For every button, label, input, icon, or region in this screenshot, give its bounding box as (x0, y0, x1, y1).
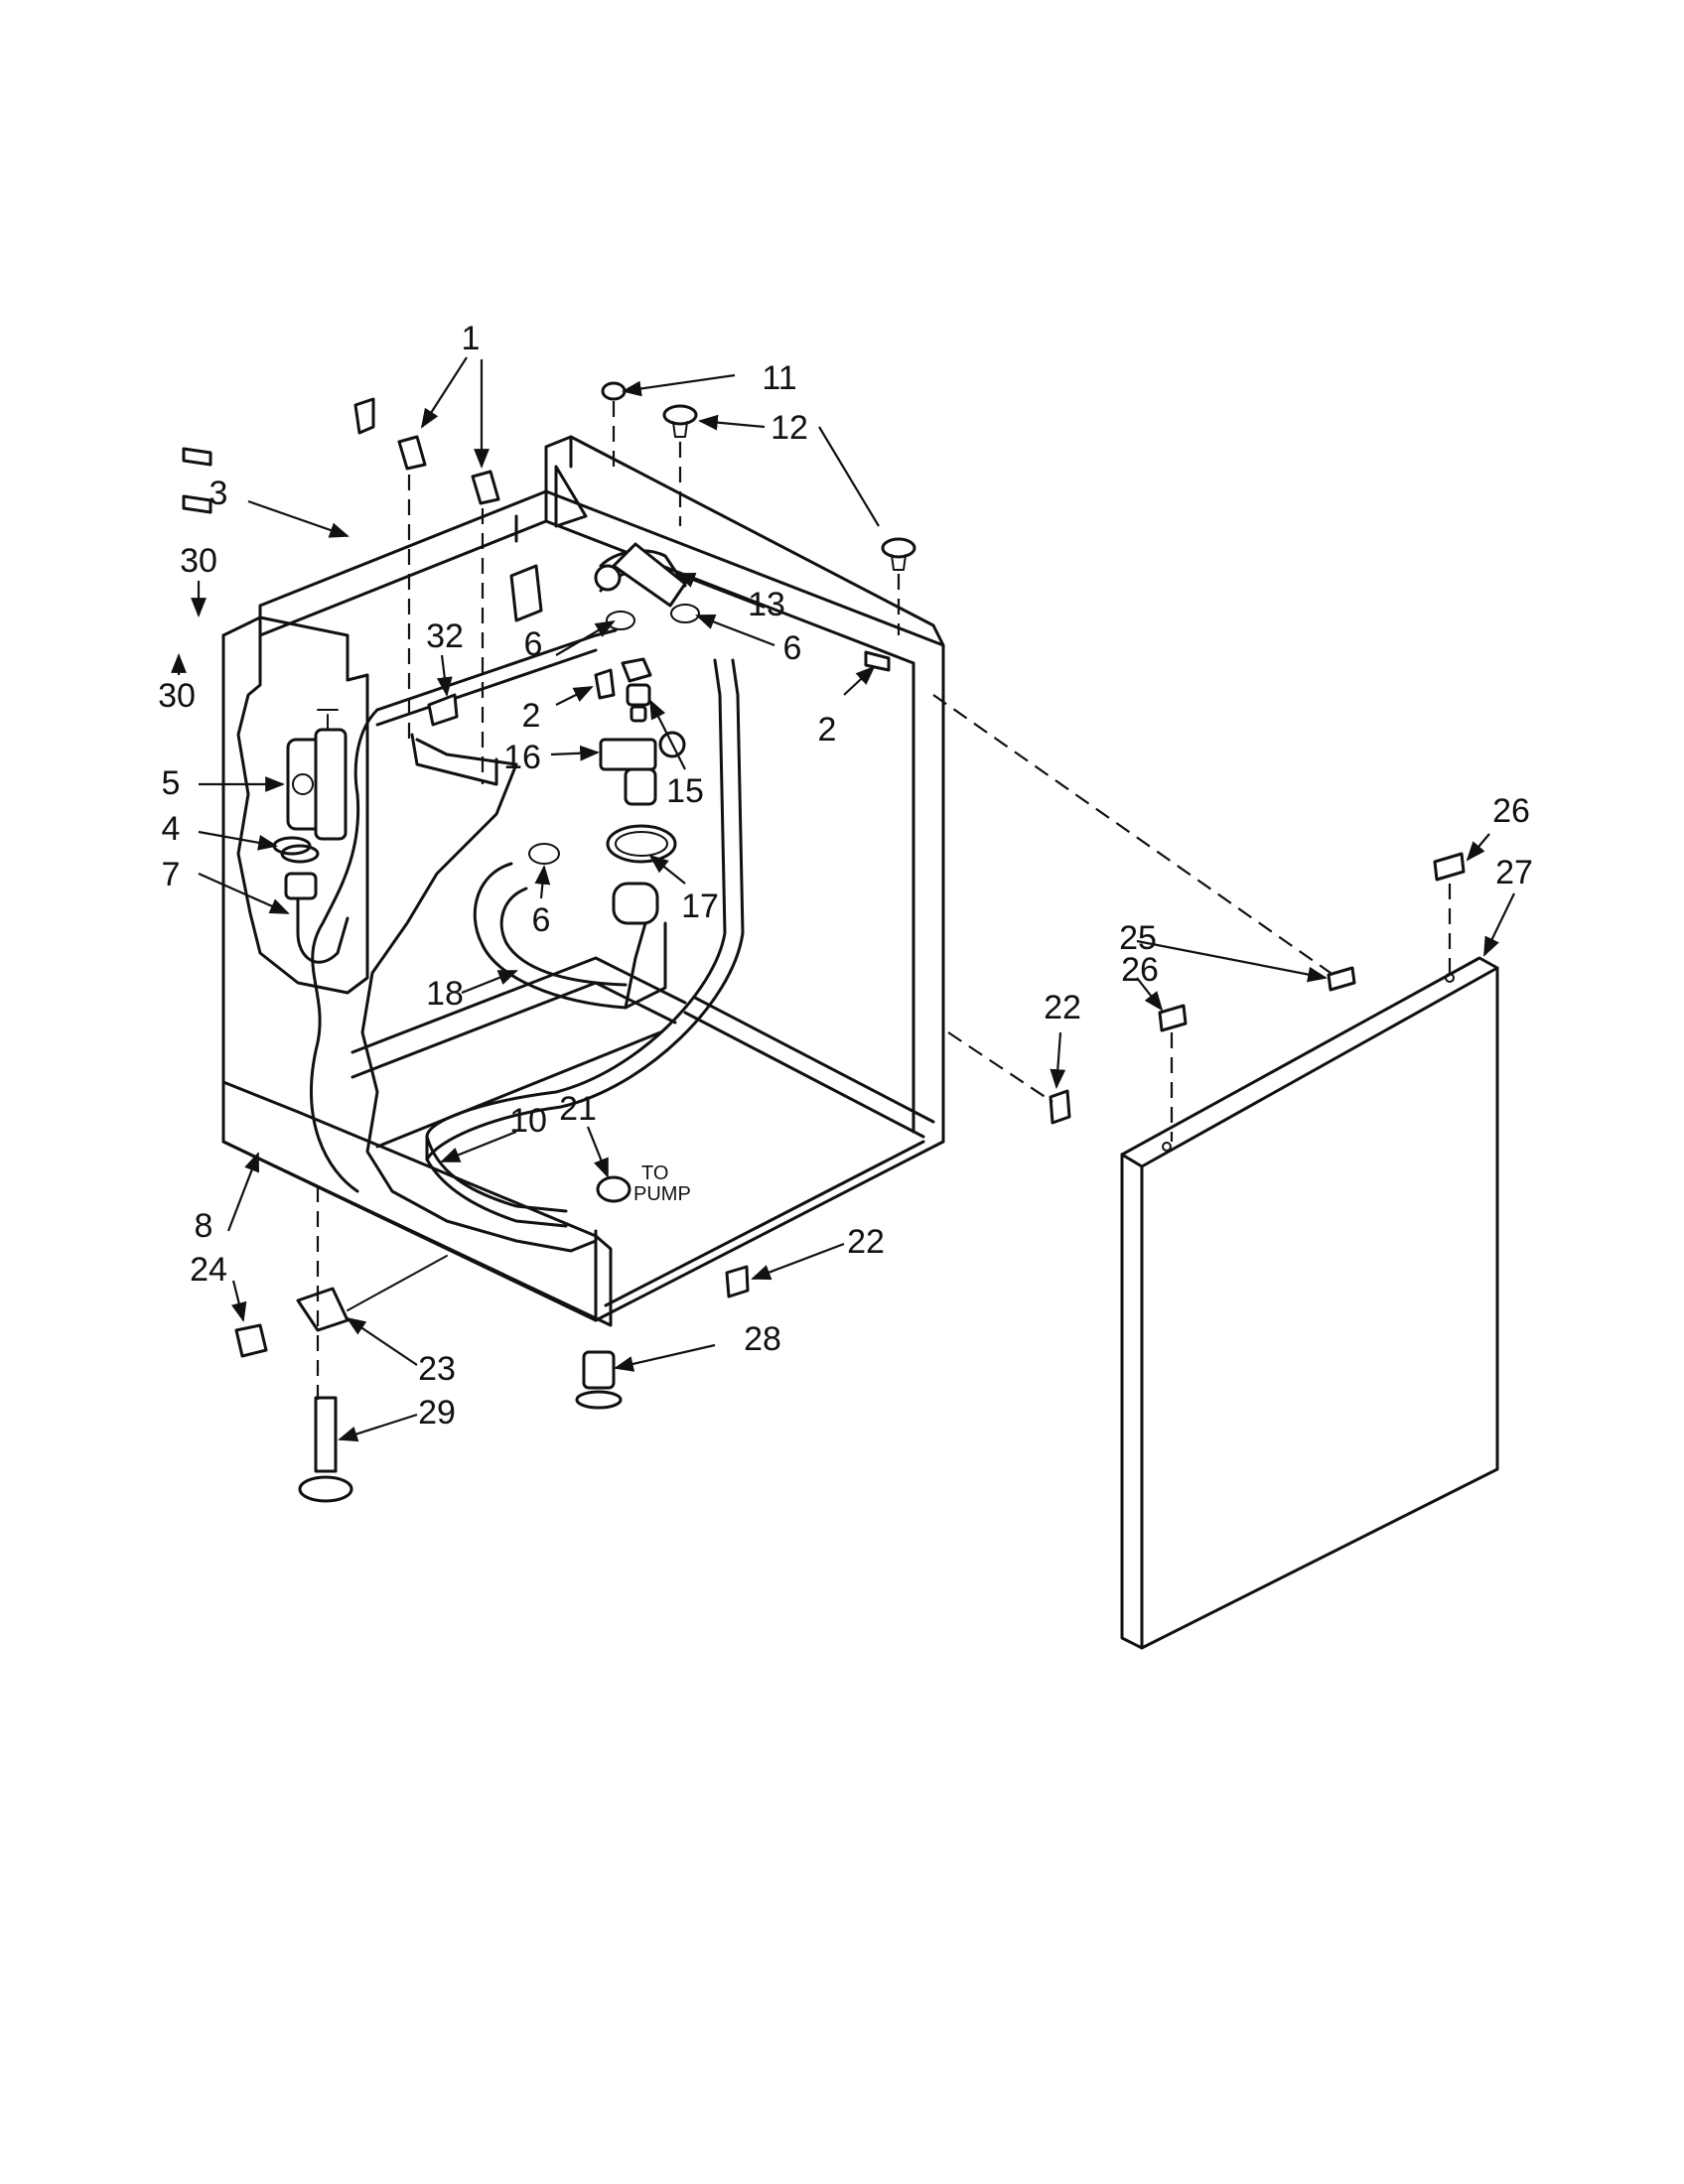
callout-30: 30 (158, 677, 196, 715)
callout-28: 28 (744, 1320, 781, 1358)
callout-3: 3 (210, 475, 228, 512)
callout-15: 15 (666, 772, 704, 810)
callout-6: 6 (524, 625, 543, 663)
callout-7: 7 (162, 856, 181, 893)
callout-30: 30 (180, 542, 217, 580)
callout-22: 22 (847, 1223, 885, 1261)
callout-11: 11 (762, 359, 796, 397)
callout-16: 16 (503, 739, 541, 776)
callout-2: 2 (818, 711, 837, 749)
callout-labels: 1 3 30 30 32 5 4 7 11 12 13 6 6 2 16 15 … (158, 320, 1533, 1432)
callout-26: 26 (1121, 951, 1159, 989)
callout-29: 29 (418, 1394, 456, 1432)
callout-27: 27 (1495, 854, 1533, 891)
callout-8: 8 (195, 1207, 213, 1245)
callout-24: 24 (190, 1251, 227, 1289)
callout-17: 17 (681, 887, 719, 925)
callout-5: 5 (162, 764, 181, 802)
callout-4: 4 (162, 810, 181, 848)
callout-12: 12 (771, 409, 808, 447)
callout-23: 23 (418, 1350, 456, 1388)
callout-6: 6 (532, 901, 551, 939)
to-pump-label: PUMP (633, 1183, 691, 1205)
callout-1: 1 (462, 320, 481, 357)
callout-21: 21 (559, 1090, 597, 1128)
assembly-guide-lines (316, 401, 1452, 1400)
callout-25: 25 (1119, 919, 1157, 957)
callout-10: 10 (509, 1102, 547, 1140)
hose-clamps-and-fasteners (182, 381, 1466, 1503)
cabinet-frame (221, 435, 945, 1327)
callout-6: 6 (783, 629, 802, 667)
callout-22: 22 (1044, 989, 1081, 1026)
to-pump-label: TO (641, 1162, 668, 1184)
callout-18: 18 (426, 975, 464, 1013)
callout-26: 26 (1492, 792, 1530, 830)
callout-32: 32 (426, 617, 464, 655)
leader-lines (171, 356, 1515, 1442)
water-inlet-valve (280, 709, 350, 964)
callout-13: 13 (748, 586, 785, 623)
callout-2: 2 (522, 697, 541, 735)
front-panel (1120, 956, 1499, 1650)
